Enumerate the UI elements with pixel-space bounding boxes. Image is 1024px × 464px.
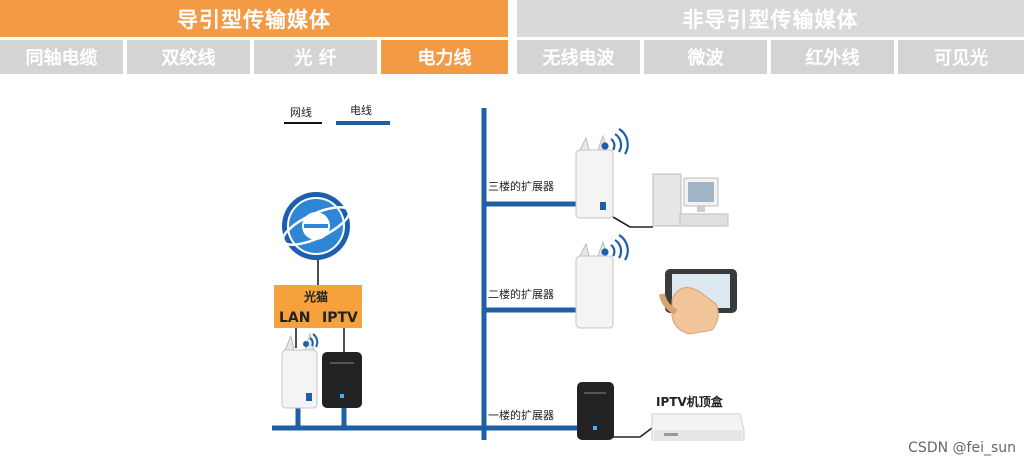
- tab-twisted-pair[interactable]: 双绞线: [127, 40, 250, 74]
- wifi-icon: [601, 128, 629, 155]
- white-extender-floor2: [575, 240, 614, 329]
- unguided-media-header: 非导引型传输媒体: [517, 0, 1024, 37]
- watermark: CSDN @fei_sun: [908, 440, 1016, 456]
- guided-media-header: 导引型传输媒体: [0, 0, 508, 37]
- floor3-extender-label: 三楼的扩展器: [488, 180, 554, 193]
- tab-coaxial-cable[interactable]: 同轴电缆: [0, 40, 123, 74]
- tab-radio-waves[interactable]: 无线电波: [517, 40, 640, 74]
- tablet-icon: [659, 269, 737, 335]
- wifi-icon: [303, 333, 319, 348]
- tab-microwave[interactable]: 微波: [644, 40, 767, 74]
- lan-port-label: LAN: [279, 310, 311, 326]
- wifi-icon: [601, 234, 629, 261]
- iptv-port-label: IPTV: [322, 310, 358, 326]
- floor1-extender-label: 一楼的扩展器: [488, 409, 554, 422]
- black-extender-floor1: [577, 382, 614, 440]
- legend-network-cable-label: 网线: [290, 106, 312, 119]
- tab-infrared[interactable]: 红外线: [771, 40, 894, 74]
- optical-modem-label: 光猫: [304, 290, 329, 304]
- optical-modem-box: [274, 285, 362, 328]
- iptv-set-top-box-label: IPTV机顶盒: [656, 395, 723, 409]
- power-wiring: [272, 108, 596, 440]
- tab-power-line[interactable]: 电力线: [381, 40, 508, 74]
- black-extender-iptv: [322, 352, 362, 408]
- floor2-extender-label: 二楼的扩展器: [488, 288, 554, 301]
- desktop-computer-icon: [652, 173, 729, 227]
- legend-power-line-label: 电线: [350, 104, 372, 117]
- white-extender-lan: [281, 332, 318, 409]
- tab-optical-fiber[interactable]: 光 纤: [254, 40, 377, 74]
- set-top-box-icon: [651, 413, 745, 441]
- internet-globe-icon: [281, 192, 351, 260]
- tab-visible-light[interactable]: 可见光: [898, 40, 1024, 74]
